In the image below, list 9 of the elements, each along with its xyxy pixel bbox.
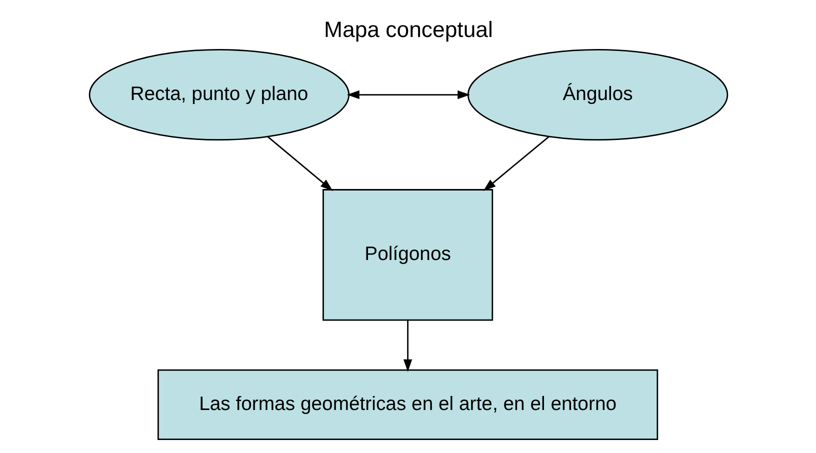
arrow	[482, 136, 549, 191]
arrow	[346, 90, 470, 100]
node-ellipse: Recta, punto y plano	[88, 49, 350, 141]
node-box: Las formas geométricas en el arte, en el entorno	[157, 369, 658, 440]
node-box: Polígonos	[322, 189, 493, 321]
node-ellipse: Ángulos	[466, 49, 728, 141]
arrow	[402, 320, 412, 372]
arrow	[266, 136, 332, 191]
diagram-title: Mapa conceptual	[324, 16, 492, 42]
